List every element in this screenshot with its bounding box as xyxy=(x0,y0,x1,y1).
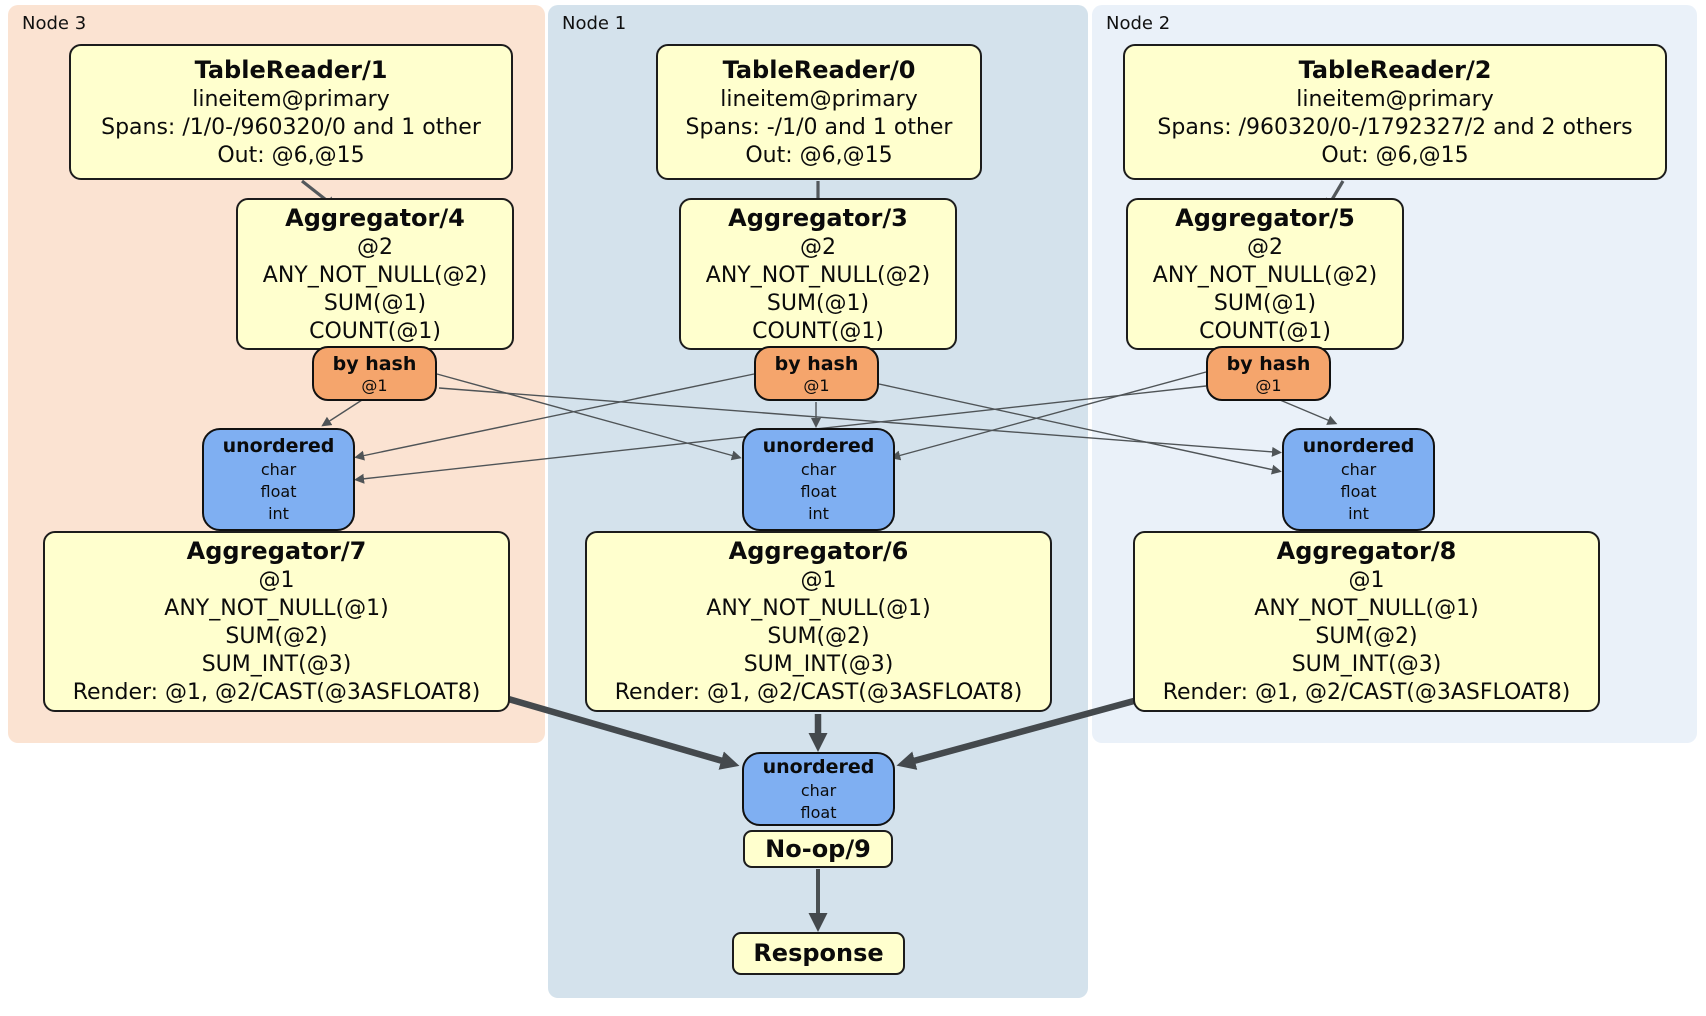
sync-item: float xyxy=(800,802,837,822)
region-label-node2: Node 2 xyxy=(1106,13,1171,34)
processor-title: Aggregator/8 xyxy=(1276,537,1457,565)
processor-line: @2 xyxy=(800,234,836,260)
processor-tablereader1: TableReader/1 lineitem@primary Spans: /1… xyxy=(69,44,513,180)
processor-line: COUNT(@1) xyxy=(309,318,441,344)
processor-aggregator7: Aggregator/7 @1 ANY_NOT_NULL(@1) SUM(@2)… xyxy=(43,531,510,712)
processor-line: SUM_INT(@3) xyxy=(201,652,352,677)
region-label-node1: Node 1 xyxy=(562,13,627,34)
processor-line: Spans: /1/0-/960320/0 and 1 other xyxy=(101,114,481,140)
processor-line: lineitem@primary xyxy=(1296,86,1494,112)
router-detail: @1 xyxy=(803,375,830,395)
processor-line: ANY_NOT_NULL(@2) xyxy=(1152,262,1378,288)
sync-item: char xyxy=(800,460,837,479)
processor-response: Response xyxy=(732,932,905,975)
processor-line: lineitem@primary xyxy=(192,86,390,112)
router-detail: @1 xyxy=(1255,375,1282,395)
sync-unordered-node2: unordered char float int xyxy=(1282,428,1435,531)
router-by-hash-node1: by hash @1 xyxy=(754,346,879,401)
processor-line: lineitem@primary xyxy=(720,86,918,112)
processor-line: SUM(@1) xyxy=(323,290,427,316)
processor-title: Aggregator/4 xyxy=(285,203,465,232)
sync-unordered-node3: unordered char float int xyxy=(202,428,355,531)
processor-title: Aggregator/7 xyxy=(186,537,367,565)
processor-line: SUM(@2) xyxy=(225,624,328,649)
sync-item: float xyxy=(800,482,837,501)
processor-line: Spans: /960320/0-/1792327/2 and 2 others xyxy=(1157,114,1633,140)
router-by-hash-node3: by hash @1 xyxy=(312,346,437,401)
processor-line: SUM(@2) xyxy=(1315,624,1418,649)
processor-line: ANY_NOT_NULL(@1) xyxy=(164,596,389,621)
processor-line: ANY_NOT_NULL(@2) xyxy=(705,262,931,288)
sync-title: unordered xyxy=(762,435,875,457)
processor-line: SUM_INT(@3) xyxy=(743,652,894,677)
sync-unordered-final: unordered char float xyxy=(742,752,895,826)
processor-line: Out: @6,@15 xyxy=(1321,142,1469,168)
router-title: by hash xyxy=(332,352,417,375)
processor-tablereader0: TableReader/0 lineitem@primary Spans: -/… xyxy=(656,44,982,180)
processor-line: ANY_NOT_NULL(@1) xyxy=(1254,596,1479,621)
processor-title: TableReader/0 xyxy=(722,55,916,84)
sync-item: int xyxy=(1348,504,1369,523)
processor-line: Out: @6,@15 xyxy=(217,142,365,168)
processor-line: SUM_INT(@3) xyxy=(1291,652,1442,677)
region-label-node3: Node 3 xyxy=(22,13,87,34)
sync-unordered-node1: unordered char float int xyxy=(742,428,895,531)
processor-line: @1 xyxy=(1348,568,1385,593)
processor-line: Out: @6,@15 xyxy=(745,142,893,168)
processor-noop9: No-op/9 xyxy=(743,830,893,868)
processor-title: No-op/9 xyxy=(765,834,871,863)
processor-line: COUNT(@1) xyxy=(1199,318,1331,344)
processor-line: SUM(@1) xyxy=(766,290,870,316)
processor-line: ANY_NOT_NULL(@1) xyxy=(706,596,931,621)
processor-aggregator8: Aggregator/8 @1 ANY_NOT_NULL(@1) SUM(@2)… xyxy=(1133,531,1600,712)
processor-line: @2 xyxy=(1247,234,1283,260)
processor-line: Render: @1, @2/CAST(@3ASFLOAT8) xyxy=(614,680,1023,705)
processor-line: SUM(@1) xyxy=(1213,290,1317,316)
router-detail: @1 xyxy=(361,375,388,395)
processor-title: TableReader/1 xyxy=(194,55,388,84)
processor-aggregator4: Aggregator/4 @2 ANY_NOT_NULL(@2) SUM(@1)… xyxy=(236,198,514,350)
router-by-hash-node2: by hash @1 xyxy=(1206,346,1331,401)
processor-line: COUNT(@1) xyxy=(752,318,884,344)
processor-line: ANY_NOT_NULL(@2) xyxy=(262,262,488,288)
processor-line: @1 xyxy=(258,568,295,593)
sync-item: char xyxy=(260,460,297,479)
sync-item: char xyxy=(800,780,837,800)
sync-title: unordered xyxy=(1302,435,1415,457)
processor-line: Render: @1, @2/CAST(@3ASFLOAT8) xyxy=(72,680,481,705)
processor-line: Spans: -/1/0 and 1 other xyxy=(685,114,953,140)
processor-tablereader2: TableReader/2 lineitem@primary Spans: /9… xyxy=(1123,44,1667,180)
processor-aggregator5: Aggregator/5 @2 ANY_NOT_NULL(@2) SUM(@1)… xyxy=(1126,198,1404,350)
sync-item: char xyxy=(1340,460,1377,479)
processor-aggregator6: Aggregator/6 @1 ANY_NOT_NULL(@1) SUM(@2)… xyxy=(585,531,1052,712)
processor-line: SUM(@2) xyxy=(767,624,870,649)
sync-item: float xyxy=(1340,482,1377,501)
processor-line: Render: @1, @2/CAST(@3ASFLOAT8) xyxy=(1162,680,1571,705)
processor-line: @2 xyxy=(357,234,393,260)
sync-item: float xyxy=(260,482,297,501)
sync-title: unordered xyxy=(762,755,875,778)
processor-title: TableReader/2 xyxy=(1298,55,1492,84)
processor-line: @1 xyxy=(800,568,837,593)
processor-title: Aggregator/3 xyxy=(728,203,908,232)
router-title: by hash xyxy=(1226,352,1311,375)
processor-title: Aggregator/5 xyxy=(1175,203,1355,232)
processor-title: Response xyxy=(753,939,884,967)
processor-title: Aggregator/6 xyxy=(728,537,909,565)
router-title: by hash xyxy=(774,352,859,375)
sync-item: int xyxy=(268,504,289,523)
sync-item: int xyxy=(808,504,829,523)
processor-aggregator3: Aggregator/3 @2 ANY_NOT_NULL(@2) SUM(@1)… xyxy=(679,198,957,350)
sync-title: unordered xyxy=(222,435,335,457)
